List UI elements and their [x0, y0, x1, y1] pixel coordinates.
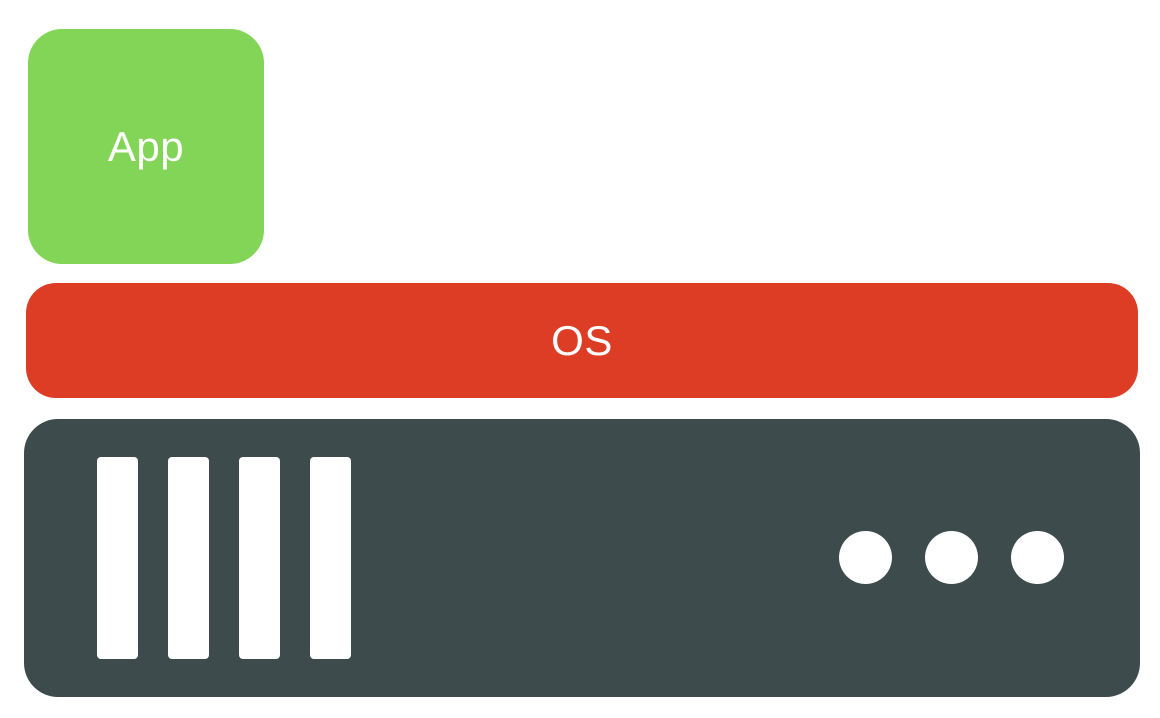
drive-bay: [168, 457, 209, 659]
app-layer: App: [28, 29, 264, 264]
drive-bay: [310, 457, 351, 659]
drive-bay: [97, 457, 138, 659]
status-light: [1011, 531, 1064, 584]
status-light: [925, 531, 978, 584]
os-layer-label: OS: [551, 316, 613, 364]
status-light: [839, 531, 892, 584]
server-icon: [24, 419, 1140, 697]
app-layer-label: App: [107, 122, 185, 170]
drive-bay: [239, 457, 280, 659]
os-layer: OS: [26, 283, 1138, 398]
